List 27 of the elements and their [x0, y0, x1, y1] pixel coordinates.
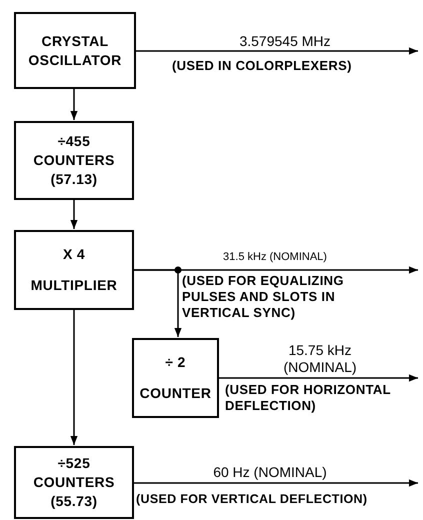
edge-label: 60 Hz (NOMINAL): [212, 463, 328, 482]
arrow: [70, 89, 78, 120]
box-text: X 4: [62, 245, 86, 264]
box-text: ÷ 2: [165, 353, 186, 372]
process-box: [14, 121, 134, 200]
edge-label: 15.75 kHz (NOMINAL): [282, 342, 358, 376]
process-box: [14, 230, 134, 310]
box-text: CRYSTAL OSCILLATOR: [27, 32, 123, 70]
usage-note: (USED FOR HORIZONTAL DEFLECTION): [225, 382, 392, 414]
process-box: [132, 338, 219, 418]
box-text: MULTIPLIER: [30, 276, 118, 295]
process-box: [14, 12, 136, 89]
box-text: COUNTER: [140, 384, 212, 403]
usage-note: (USED IN COLORPLEXERS): [172, 57, 353, 75]
arrow: [136, 47, 418, 55]
process-box: [14, 446, 134, 519]
arrow: [134, 266, 418, 274]
usage-note: (USED FOR EQUALIZING PULSES AND SLOTS IN VERTICAL SYNC): [182, 273, 345, 321]
arrow: [70, 310, 78, 445]
edge-label: 31.5 kHz (NOMINAL): [222, 250, 328, 265]
box-text: ÷525 COUNTERS (55.73): [32, 454, 116, 511]
box-text: ÷455 COUNTERS (57.13): [32, 132, 116, 189]
arrow: [219, 374, 418, 382]
usage-note: (USED FOR VERTICAL DEFLECTION): [136, 491, 368, 508]
arrow: [134, 479, 418, 487]
edge-label: 3.579545 MHz: [238, 32, 332, 51]
arrow: [70, 200, 78, 229]
